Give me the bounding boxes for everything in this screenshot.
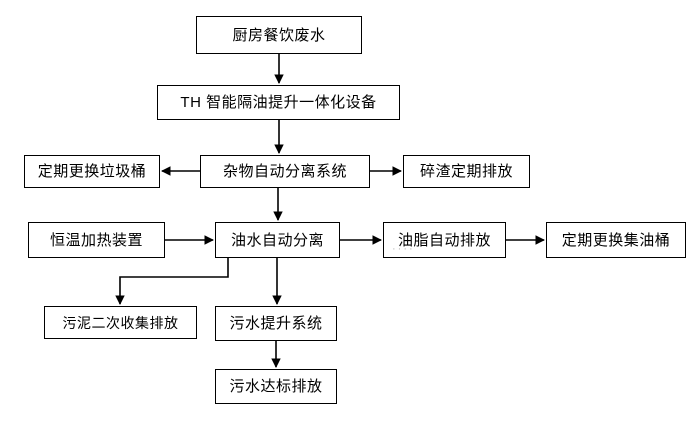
node-constant-temperature-heating-device: 恒温加热装置 bbox=[28, 222, 165, 258]
node-sewage-lifting-system: 污水提升系统 bbox=[215, 306, 337, 341]
node-kitchen-wastewater: 厨房餐饮废水 bbox=[196, 16, 362, 54]
edge-oil-water-separation-to-sludge-collection bbox=[115, 258, 229, 305]
node-label: 油水自动分离 bbox=[230, 231, 324, 249]
node-automatic-oil-water-separation: 油水自动分离 bbox=[215, 222, 340, 258]
node-automatic-grease-discharge: 油脂自动排放 bbox=[383, 222, 506, 258]
node-label: 杂物自动分离系统 bbox=[222, 163, 347, 180]
node-label: 厨房餐饮废水 bbox=[232, 26, 326, 44]
node-label: 定期更换垃圾桶 bbox=[37, 163, 147, 180]
node-label: 污泥二次收集排放 bbox=[62, 314, 179, 331]
node-label: 油脂自动排放 bbox=[397, 231, 491, 249]
node-th-integrated-oil-separation-lifting-equipment: TH 智能隔油提升一体化设备 bbox=[157, 85, 400, 120]
node-automatic-debris-separation-system: 杂物自动分离系统 bbox=[200, 155, 370, 188]
node-label: 碎渣定期排放 bbox=[419, 163, 513, 180]
node-label: 污水达标排放 bbox=[229, 378, 323, 395]
node-periodic-oil-drum-replacement: 定期更换集油桶 bbox=[546, 222, 686, 258]
node-secondary-sludge-collection-discharge: 污泥二次收集排放 bbox=[44, 306, 197, 339]
node-periodic-slag-discharge: 碎渣定期排放 bbox=[403, 155, 530, 188]
node-label: 污水提升系统 bbox=[229, 315, 323, 332]
node-sewage-standard-discharge: 污水达标排放 bbox=[215, 369, 337, 404]
node-periodic-trash-bin-replacement: 定期更换垃圾桶 bbox=[24, 155, 160, 188]
node-label: 恒温加热装置 bbox=[49, 231, 143, 249]
node-label: 定期更换集油桶 bbox=[561, 231, 671, 249]
node-label: TH 智能隔油提升一体化设备 bbox=[180, 94, 377, 111]
